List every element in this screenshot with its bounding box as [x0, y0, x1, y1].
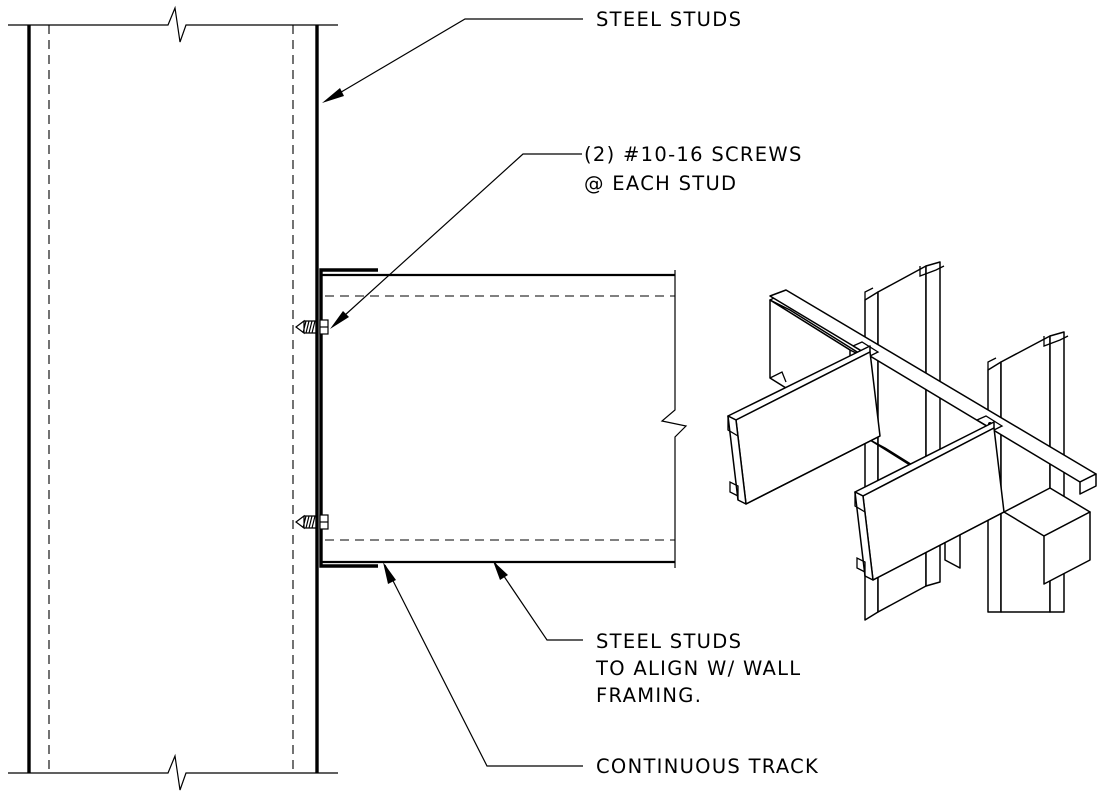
annotation-labels: STEEL STUDS (2) #10-16 SCREWS @ EACH STU… [584, 8, 819, 778]
bottom-break-line [8, 753, 338, 791]
wall-section [8, 5, 338, 791]
leader-screws [333, 153, 582, 326]
label-align-line3: FRAMING. [596, 684, 702, 707]
arrowhead-icon [493, 561, 508, 580]
top-break-line [8, 5, 338, 43]
header-break-line [660, 270, 688, 568]
arrowhead-icon [330, 311, 349, 329]
leader-align-studs [494, 562, 583, 641]
arrowhead-icon [383, 562, 396, 584]
iso-continuous-track [769, 289, 1097, 495]
label-align-line1: STEEL STUDS [596, 630, 742, 653]
track-profile [319, 268, 378, 568]
leader-steel-studs [325, 18, 583, 102]
label-screws-line1: (2) #10-16 SCREWS [584, 143, 803, 166]
continuous-track [319, 268, 378, 568]
label-continuous-track: CONTINUOUS TRACK [596, 755, 819, 778]
label-align-line2: TO ALIGN W/ WALL [595, 657, 801, 680]
isometric-framing-detail [727, 261, 1097, 621]
screw-icon [295, 319, 329, 335]
iso-joist-front-left [727, 345, 881, 505]
leader-lines [322, 18, 583, 767]
iso-joist-stub [1003, 487, 1091, 585]
label-steel-studs: STEEL STUDS [596, 8, 742, 31]
label-screws-line2: @ EACH STUD [584, 172, 737, 195]
leader-track [384, 564, 583, 767]
screw-icon [295, 514, 329, 530]
arrowhead-icon [322, 88, 344, 103]
header-studs [321, 270, 688, 568]
iso-joist-front-right [854, 421, 1005, 581]
